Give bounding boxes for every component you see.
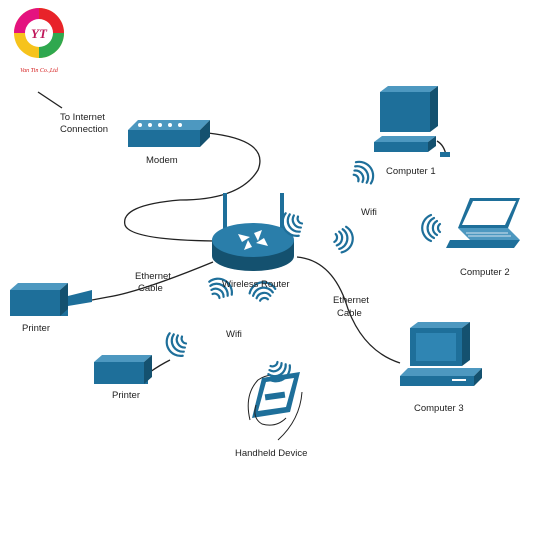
- ethernet-cable-right: [296, 256, 401, 364]
- computer3-label: Computer 3: [414, 403, 464, 414]
- wifi-signal-router-upper: [281, 212, 304, 237]
- handheld-label: Handheld Device: [235, 448, 307, 459]
- printer-bottom-icon: [94, 355, 152, 384]
- wifi-signal-printer: [165, 332, 188, 357]
- printer-bottom-label: Printer: [112, 390, 140, 401]
- handheld-device-icon: [247, 372, 303, 441]
- ethernet-cable-left: [91, 261, 214, 301]
- internet-cable: [37, 91, 63, 109]
- wifi-right-label: Wifi: [361, 207, 377, 218]
- modem-icon: [128, 120, 210, 147]
- ethernet-left-label-line2: Cable: [138, 283, 163, 294]
- ethernet-right-label-line2: Cable: [337, 308, 362, 319]
- wifi-signals: [165, 160, 442, 383]
- wifi-signal-router-bottomleft: [208, 277, 233, 300]
- cables: [37, 91, 447, 373]
- printer-bottom-cable: [149, 359, 171, 373]
- computer1-label: Computer 1: [386, 166, 436, 177]
- logo-mark: YT: [31, 26, 48, 41]
- printer-left-label: Printer: [22, 323, 50, 334]
- wireless-router-icon: [212, 193, 294, 271]
- wifi-bottom-label: Wifi: [226, 329, 242, 340]
- ethernet-left-label-line1: Ethernet: [135, 271, 171, 282]
- ethernet-right-label-line1: Ethernet: [333, 295, 369, 306]
- company-logo: YT Van Tin Co.,Ltd: [14, 8, 64, 74]
- wifi-signal-computer1: [352, 160, 375, 185]
- wifi-signal-router-right: [333, 225, 354, 254]
- wifi-signal-computer2: [421, 213, 442, 243]
- wifi-signal-router-bottomright: [248, 281, 277, 302]
- logo-company-name: Van Tin Co.,Ltd: [20, 68, 59, 74]
- internet-label-line2: Connection: [60, 124, 108, 135]
- computer3-icon: [400, 322, 482, 386]
- modem-label: Modem: [146, 155, 178, 166]
- router-label: Wireless Router: [222, 279, 290, 290]
- internet-label-line1: To Internet: [60, 112, 105, 123]
- computer2-label: Computer 2: [460, 267, 510, 278]
- modem-router-cable: [124, 132, 261, 242]
- printer-left-icon: [10, 283, 92, 316]
- wifi-signal-handheld: [266, 360, 291, 383]
- computer2-icon: [446, 198, 520, 248]
- computer1-icon: [374, 86, 450, 157]
